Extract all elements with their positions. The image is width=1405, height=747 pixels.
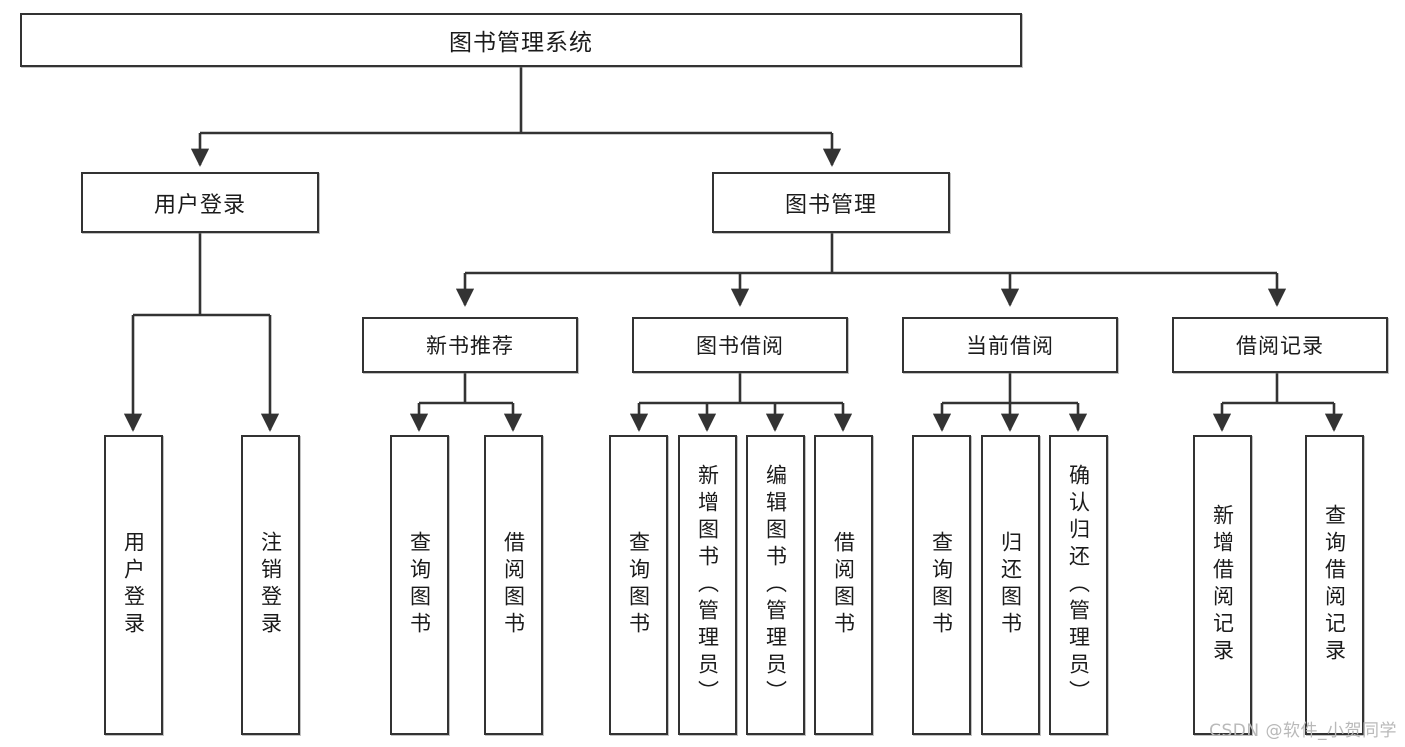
node-user-login[interactable]: 用户登录 xyxy=(81,172,319,233)
node-leaf-logout-login-label: 注销登录 xyxy=(258,531,283,639)
node-leaf-borrow-book-2-label: 借阅图书 xyxy=(831,531,856,639)
node-leaf-confirm-return-admin-label: 确认归还（管理员） xyxy=(1066,463,1091,707)
node-leaf-query-book-1-label: 查询图书 xyxy=(407,531,432,639)
node-leaf-user-login-label: 用户登录 xyxy=(121,531,146,639)
node-leaf-query-book-3[interactable]: 查询图书 xyxy=(912,435,971,735)
node-current-borrow[interactable]: 当前借阅 xyxy=(902,317,1118,373)
csdn-watermark: CSDN @软件_小贺同学 xyxy=(1209,721,1397,741)
node-leaf-confirm-return-admin[interactable]: 确认归还（管理员） xyxy=(1049,435,1108,735)
node-book-manage-label: 图书管理 xyxy=(784,192,877,218)
node-leaf-logout-login[interactable]: 注销登录 xyxy=(241,435,300,735)
node-leaf-borrow-book-1[interactable]: 借阅图书 xyxy=(484,435,543,735)
node-user-login-label: 用户登录 xyxy=(153,192,246,218)
node-leaf-query-borrow-record-label: 查询借阅记录 xyxy=(1322,504,1347,666)
node-leaf-query-book-3-label: 查询图书 xyxy=(929,531,954,639)
node-leaf-query-book-2[interactable]: 查询图书 xyxy=(609,435,668,735)
node-leaf-edit-book-admin[interactable]: 编辑图书（管理员） xyxy=(746,435,805,735)
node-leaf-query-borrow-record[interactable]: 查询借阅记录 xyxy=(1305,435,1364,735)
node-root-label: 图书管理系统 xyxy=(449,30,593,56)
node-root[interactable]: 图书管理系统 xyxy=(20,13,1022,67)
node-leaf-user-login[interactable]: 用户登录 xyxy=(104,435,163,735)
node-book-borrow[interactable]: 图书借阅 xyxy=(632,317,848,373)
node-new-book-recommend[interactable]: 新书推荐 xyxy=(362,317,578,373)
node-leaf-edit-book-admin-label: 编辑图书（管理员） xyxy=(763,463,788,707)
node-leaf-query-book-2-label: 查询图书 xyxy=(626,531,651,639)
node-leaf-add-book-admin-label: 新增图书（管理员） xyxy=(695,463,720,707)
node-leaf-borrow-book-1-label: 借阅图书 xyxy=(501,531,526,639)
node-current-borrow-label: 当前借阅 xyxy=(966,334,1054,358)
node-leaf-return-book[interactable]: 归还图书 xyxy=(981,435,1040,735)
node-leaf-borrow-book-2[interactable]: 借阅图书 xyxy=(814,435,873,735)
node-leaf-add-book-admin[interactable]: 新增图书（管理员） xyxy=(678,435,737,735)
node-book-borrow-label: 图书借阅 xyxy=(696,334,784,358)
node-leaf-return-book-label: 归还图书 xyxy=(998,531,1023,639)
node-leaf-query-book-1[interactable]: 查询图书 xyxy=(390,435,449,735)
node-new-book-recommend-label: 新书推荐 xyxy=(426,334,514,358)
node-leaf-add-borrow-record[interactable]: 新增借阅记录 xyxy=(1193,435,1252,735)
node-borrow-record-label: 借阅记录 xyxy=(1236,334,1324,358)
node-borrow-record[interactable]: 借阅记录 xyxy=(1172,317,1388,373)
node-leaf-add-borrow-record-label: 新增借阅记录 xyxy=(1210,504,1235,666)
node-book-manage[interactable]: 图书管理 xyxy=(712,172,950,233)
